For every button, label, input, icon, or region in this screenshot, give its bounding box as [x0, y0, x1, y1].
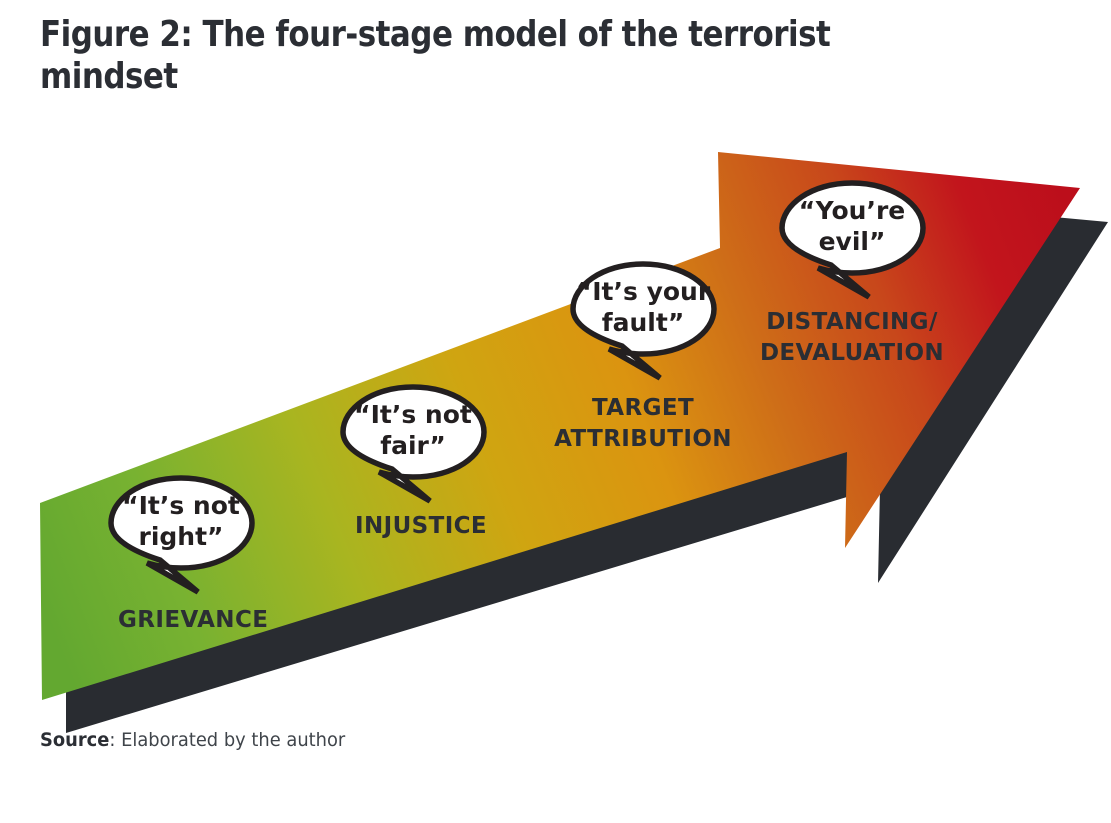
bubble-2-line-1: “It’s not	[354, 400, 472, 429]
stage-label-grievance: GRIEVANCE	[118, 607, 268, 633]
figure-title: Figure 2: The four-stage model of the te…	[40, 14, 831, 98]
bubble-3-shape	[570, 261, 717, 381]
speech-bubble-1: “It’s not right”	[108, 475, 255, 595]
bubble-4-shape	[779, 180, 926, 300]
source-label: Source	[40, 729, 110, 751]
source-separator: :	[109, 729, 122, 751]
speech-bubble-3: “It’s your fault”	[570, 261, 717, 381]
stage-label-target-line-2: ATTRIBUTION	[554, 426, 732, 452]
bubble-4-line-2: evil”	[819, 227, 886, 256]
bubble-1-line-2: right”	[139, 522, 224, 551]
stage-label-distancing-line-1: DISTANCING/	[766, 309, 938, 335]
bubble-4-line-1: “You’re	[799, 196, 905, 225]
stage-4-group: “You’re evil” DISTANCING/ DEVALUATION	[760, 180, 944, 366]
stage-label-target-line-1: TARGET	[592, 395, 694, 421]
bubble-2-line-2: fair”	[380, 431, 446, 460]
bubble-3-line-1: “It’s your	[576, 277, 711, 306]
speech-bubble-2: “It’s not fair”	[340, 384, 487, 504]
bubble-2-shape	[340, 384, 487, 504]
arrow-body	[40, 152, 1080, 700]
bubble-1-line-1: “It’s not	[122, 491, 240, 520]
bubble-1-shape	[108, 475, 255, 595]
source-text: Elaborated by the author	[121, 729, 346, 751]
stage-3-group: “It’s your fault” TARGET ATTRIBUTION	[554, 261, 732, 452]
speech-bubble-4: “You’re evil”	[779, 180, 926, 300]
stage-2-group: “It’s not fair” INJUSTICE	[340, 384, 487, 539]
stage-label-injustice: INJUSTICE	[355, 513, 487, 539]
stage-1-group: “It’s not right” GRIEVANCE	[108, 475, 268, 633]
source-line: Source: Elaborated by the author	[40, 729, 345, 751]
bubble-3-line-2: fault”	[602, 308, 685, 337]
stage-label-distancing-line-2: DEVALUATION	[760, 340, 944, 366]
